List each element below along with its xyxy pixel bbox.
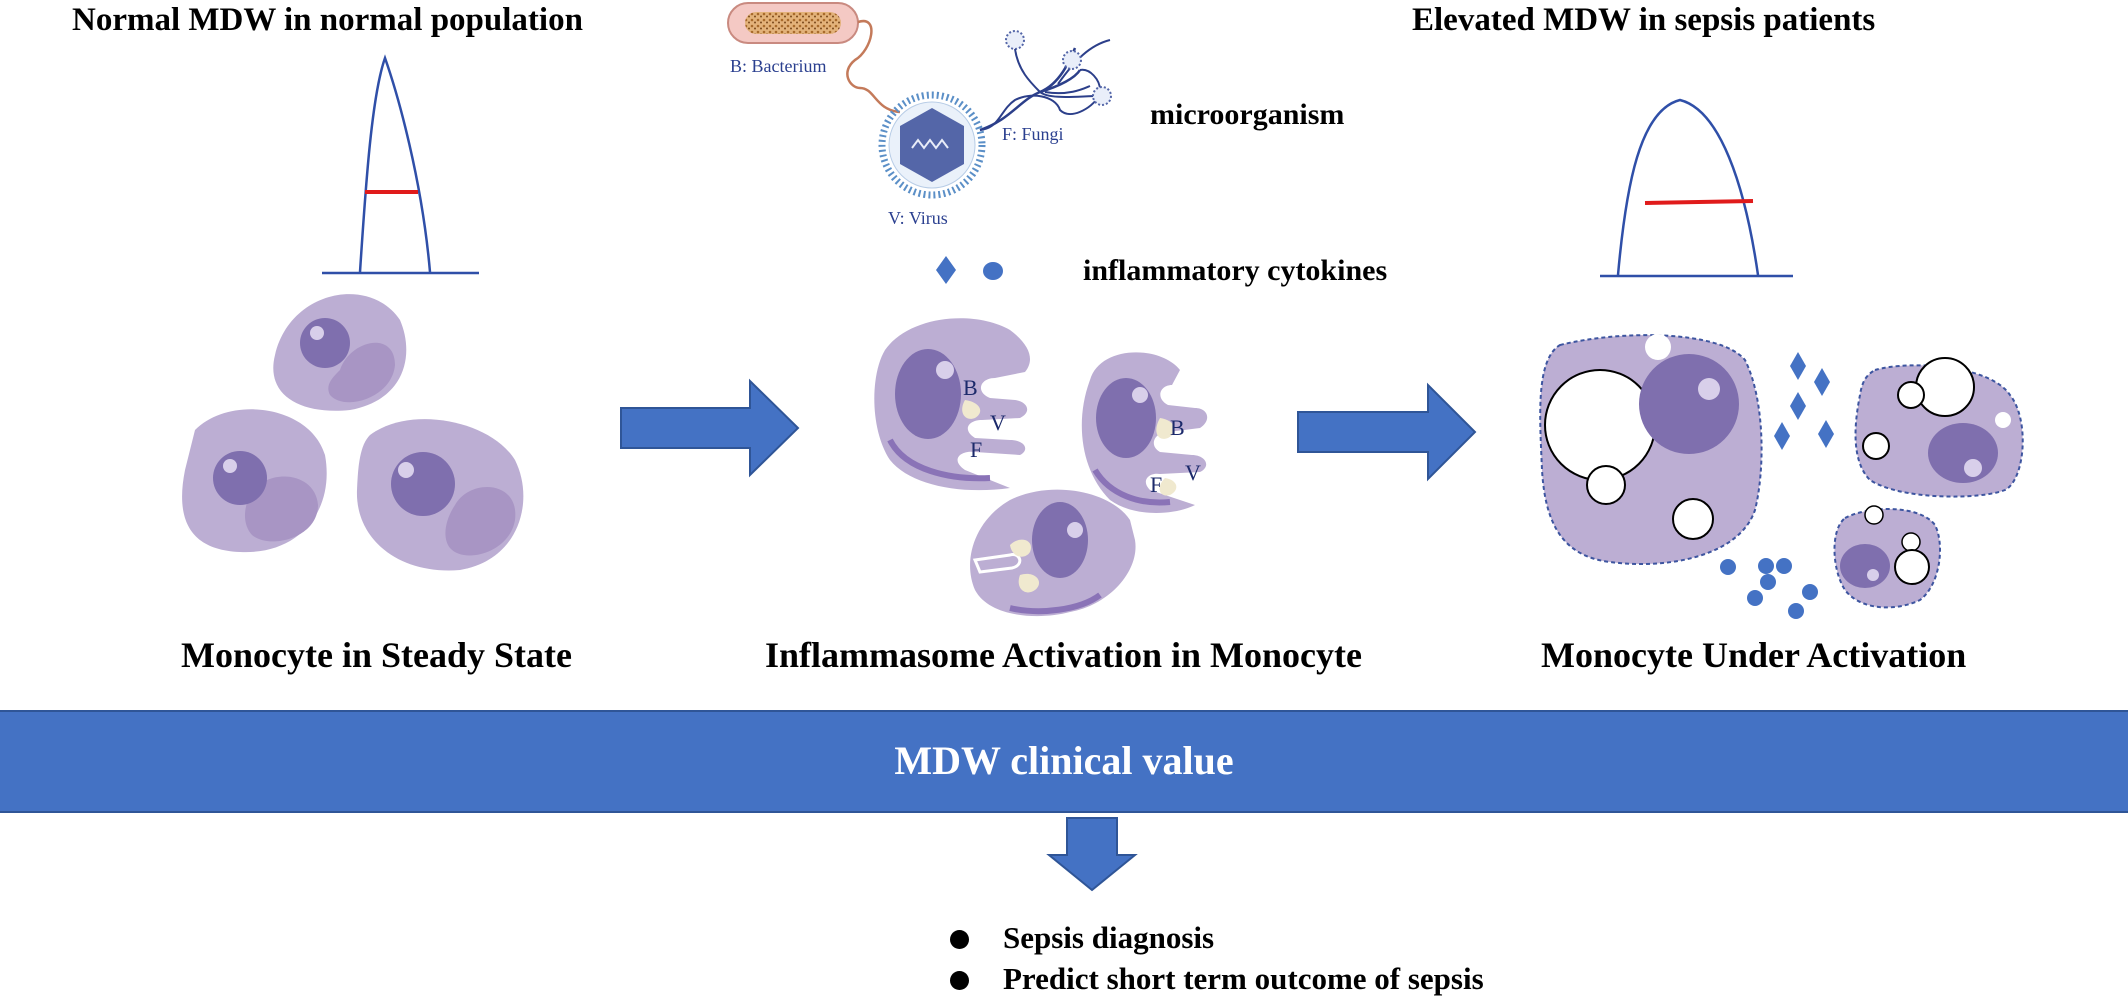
label-virus: V: Virus xyxy=(888,208,948,228)
elevated-distribution-curve xyxy=(1600,98,1793,278)
caption-steady-state: Monocyte in Steady State xyxy=(181,635,572,675)
arrow-down-to-outcomes xyxy=(1046,817,1138,892)
cytokine-legend xyxy=(936,256,1003,284)
released-cytokine-dots xyxy=(1720,558,1818,619)
bullet-sepsis-diagnosis: Sepsis diagnosis xyxy=(1003,920,1215,955)
bullet-dot-1 xyxy=(950,930,969,949)
title-normal-mdw: Normal MDW in normal population xyxy=(72,2,583,38)
inflammasome-cell-left xyxy=(874,318,1030,491)
label-microorganism: microorganism xyxy=(1150,98,1345,131)
bullet-predict-outcome: Predict short term outcome of sepsis xyxy=(1003,961,1484,996)
inflammasome-cell-bottom xyxy=(970,489,1136,617)
pathogen-letters: B V F B V F xyxy=(963,375,1201,497)
steady-monocyte-left xyxy=(182,409,327,553)
banner-label: MDW clinical value xyxy=(894,738,1234,783)
cell-letter-v2: V xyxy=(1185,460,1201,485)
arrow-to-inflammasome xyxy=(620,378,800,478)
label-bacterium: B: Bacterium xyxy=(730,56,827,76)
cell-letter-v1: V xyxy=(990,410,1006,435)
cytokine-diamond-icon xyxy=(936,256,956,284)
activated-monocyte-upper-right xyxy=(1854,357,2024,498)
released-cytokine-diamonds xyxy=(1774,352,1834,450)
fungi-icon xyxy=(979,30,1112,132)
cell-letter-b1: B xyxy=(963,375,978,400)
cell-letter-b2: B xyxy=(1170,415,1185,440)
activated-monocyte-lower-right xyxy=(1833,505,1941,609)
cell-letter-f1: F xyxy=(970,437,982,462)
title-elevated-mdw: Elevated MDW in sepsis patients xyxy=(1412,2,1876,38)
inflammasome-cell-right xyxy=(1081,352,1208,514)
activated-monocyte-large xyxy=(1539,334,1763,565)
normal-distribution-curve xyxy=(322,54,479,275)
virus-icon xyxy=(878,91,986,199)
cell-letter-f2: F xyxy=(1150,472,1162,497)
caption-inflammasome-activation: Inflammasome Activation in Monocyte xyxy=(765,635,1362,675)
arrow-to-activation xyxy=(1297,382,1477,482)
steady-monocyte-right xyxy=(356,419,524,571)
bacterium-icon xyxy=(727,2,901,114)
label-fungi: F: Fungi xyxy=(1002,124,1064,144)
label-inflammatory-cytokines: inflammatory cytokines xyxy=(1083,254,1388,287)
mdw-clinical-value-banner xyxy=(0,710,2128,813)
steady-monocyte-top xyxy=(273,294,407,411)
caption-monocyte-under-activation: Monocyte Under Activation xyxy=(1541,635,1967,675)
width-line-elevated xyxy=(1644,199,1754,205)
cytokine-dot-icon xyxy=(983,262,1003,280)
bullet-dot-2 xyxy=(950,971,969,990)
